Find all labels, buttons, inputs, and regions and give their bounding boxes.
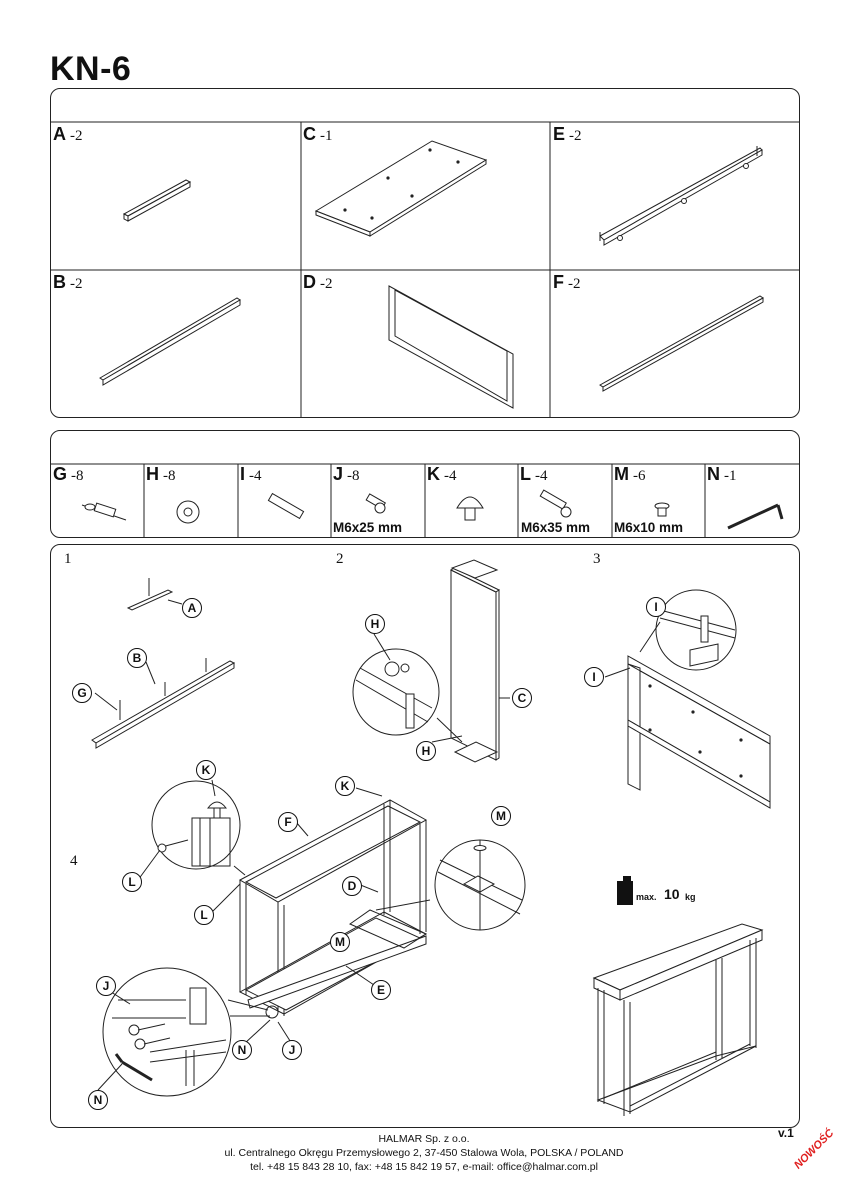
part-a-label: A-2 — [53, 124, 83, 144]
weight-unit: kg — [685, 892, 696, 902]
step-4-drawing — [97, 779, 526, 1097]
callout-d: D — [342, 876, 362, 896]
hw-k-drawing — [456, 496, 484, 521]
footer-company: HALMAR Sp. z o.o. — [378, 1133, 470, 1145]
weight-max-label: max. — [636, 892, 657, 902]
hw-i-drawing — [267, 492, 305, 520]
callout-f: F — [278, 812, 298, 832]
hw-m-label: M-6 — [614, 464, 646, 484]
part-c-label: C-1 — [303, 124, 333, 144]
callout-j: J — [282, 1040, 302, 1060]
callout-b: B — [127, 648, 147, 668]
hw-h-label: H-8 — [146, 464, 176, 484]
part-b-drawing — [99, 297, 241, 386]
callout-e: E — [371, 980, 391, 1000]
part-d-label: D-2 — [303, 272, 333, 292]
callout-i-top: I — [646, 597, 666, 617]
hw-n-drawing — [727, 503, 784, 530]
hw-m-spec: M6x10 mm — [614, 520, 684, 535]
hw-l-spec: M6x35 mm — [521, 520, 591, 535]
footer-contact: tel. +48 15 843 28 10, fax: +48 15 842 1… — [250, 1161, 598, 1173]
callout-i-left: I — [584, 667, 604, 687]
parts-grid-lines — [51, 121, 799, 417]
footer-address: ul. Centralnego Okręgu Przemysłowego 2, … — [224, 1147, 624, 1159]
hw-g-label: G-8 — [53, 464, 84, 484]
hw-l-label: L-4 — [520, 464, 548, 484]
hw-j-spec: M6x25 mm — [333, 520, 403, 535]
version-label: v.1 — [778, 1126, 794, 1140]
callout-l: L — [194, 905, 214, 925]
part-a-drawing — [122, 179, 192, 222]
step-2-drawing — [352, 559, 510, 763]
part-f-label: F-2 — [553, 272, 581, 292]
callout-h-top: H — [365, 614, 385, 634]
part-c-drawing — [314, 140, 488, 237]
callout-g: G — [72, 683, 92, 703]
callout-l-detail: L — [122, 872, 142, 892]
hw-n-label: N-1 — [707, 464, 737, 484]
part-e-drawing — [599, 146, 763, 246]
callout-m-detail: M — [491, 806, 511, 826]
callout-n-detail: N — [88, 1090, 108, 1110]
step-2-number: 2 — [336, 551, 344, 567]
callout-k: K — [335, 776, 355, 796]
hw-h-drawing — [176, 500, 200, 524]
callout-m: M — [330, 932, 350, 952]
page-title: KN-6 — [50, 50, 132, 88]
hw-j-drawing — [365, 493, 386, 514]
instructions-panel — [50, 544, 800, 1128]
callout-c: C — [512, 688, 532, 708]
callout-h-bottom: H — [416, 741, 436, 761]
hw-g-drawing — [81, 502, 127, 521]
part-b-label: B-2 — [53, 272, 83, 292]
part-e-label: E-2 — [553, 124, 582, 144]
parts-panel — [50, 88, 800, 418]
hw-l-drawing — [539, 489, 572, 518]
hardware-grid-lines — [51, 463, 799, 537]
step-3-number: 3 — [593, 551, 601, 567]
hw-k-label: K-4 — [427, 464, 457, 484]
part-f-drawing — [599, 295, 764, 392]
step-3-drawing — [604, 589, 771, 809]
step-4-number: 4 — [70, 853, 78, 869]
finished-table-drawing — [592, 923, 764, 1116]
part-d-drawing — [388, 285, 514, 409]
hw-m-drawing — [654, 502, 670, 517]
callout-a: A — [182, 598, 202, 618]
callout-n: N — [232, 1040, 252, 1060]
callout-j-detail: J — [96, 976, 116, 996]
weight-value: 10 — [664, 886, 680, 902]
weight-icon — [617, 876, 633, 905]
callout-k-detail: K — [196, 760, 216, 780]
step-1-number: 1 — [64, 551, 72, 567]
hardware-panel — [50, 430, 800, 538]
hw-i-label: I-4 — [240, 464, 262, 484]
step-1-drawing — [91, 578, 236, 749]
hw-j-label: J-8 — [333, 464, 360, 484]
